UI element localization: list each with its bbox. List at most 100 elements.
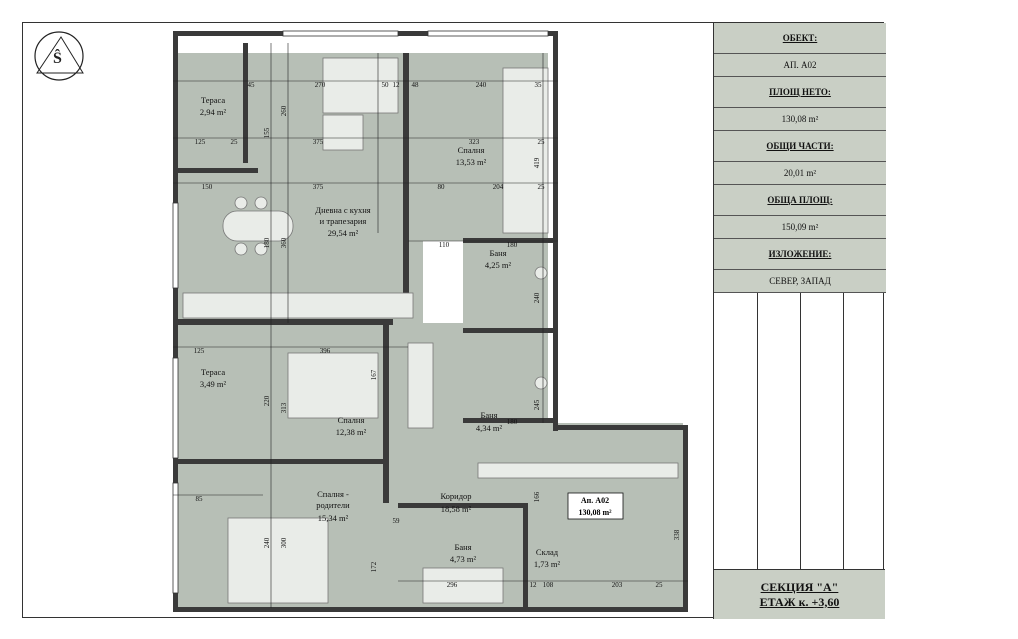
dim-label: 180 [507, 418, 518, 426]
bedroom2-name: Спалня [338, 415, 365, 425]
dimension-lines [173, 43, 688, 608]
title-block: СЕКЦИЯ "А" ЕТАЖ к. +3,60 [714, 569, 885, 619]
terrace2-area: 3,49 m² [200, 379, 227, 389]
bed-icon [502, 67, 549, 234]
dim-label: 48 [412, 81, 420, 89]
bedroom1-name: Спалня [458, 145, 485, 155]
dining-table-icon [222, 210, 294, 242]
living-name-line2: и трапезария [320, 216, 367, 226]
dim-label: 203 [612, 581, 623, 589]
dim-label: 220 [263, 395, 271, 406]
toilet-icon [534, 266, 548, 280]
dim-label: 80 [438, 183, 446, 191]
dim-label: 204 [493, 183, 504, 191]
dim-label: 12 [393, 81, 401, 89]
bath1-name: Баня [489, 248, 506, 258]
bed-icon [227, 517, 329, 604]
dim-label: 240 [533, 292, 541, 303]
furniture [182, 57, 679, 604]
dim-label: 35 [535, 81, 543, 89]
master-area: 15,34 m² [318, 513, 349, 523]
dim-label: 166 [533, 491, 541, 502]
dim-label: 125 [194, 347, 205, 355]
dim-label: 108 [543, 581, 554, 589]
dim-label: 300 [280, 537, 288, 548]
storage-name: Склад [536, 547, 559, 557]
bath2-area: 4,34 m² [476, 423, 503, 433]
floor-label: ЕТАЖ к. +3,60 [759, 594, 840, 609]
corridor-area: 18,58 m² [441, 504, 472, 514]
dim-label: 50 [382, 81, 390, 89]
dim-label: 180 [507, 241, 518, 249]
dim-label: 25 [538, 183, 546, 191]
total-area-value: 150,09 m² [714, 216, 886, 239]
dim-label: 260 [280, 105, 288, 116]
dim-label: 25 [538, 138, 546, 146]
master-name-line1: Спалня - [317, 489, 349, 499]
apartment-tag-area: 130,08 m² [578, 508, 612, 517]
dim-label: 45 [248, 81, 256, 89]
dim-label: 155 [263, 127, 271, 138]
living-name-line1: Дневна с кухня [315, 205, 371, 215]
dim-label: 419 [533, 157, 541, 168]
dim-label: 360 [280, 237, 288, 248]
object-label: ОБЕКТ: [714, 23, 886, 54]
dim-label: 150 [202, 183, 213, 191]
dim-label: 110 [439, 241, 450, 249]
wardrobe-icon [407, 342, 434, 429]
dim-label: 240 [263, 537, 271, 548]
bath3-area: 4,73 m² [450, 554, 477, 564]
living-area: 29,54 m² [328, 228, 359, 238]
total-area-label: ОБЩА ПЛОЩ: [714, 185, 886, 216]
dim-label: 172 [370, 561, 378, 572]
dim-label: 323 [469, 138, 480, 146]
dim-label: 396 [320, 347, 331, 355]
apartment-tag-name: Ап. А02 [581, 496, 609, 505]
dim-label: 125 [195, 138, 206, 146]
north-arrow-icon: Ŝ [34, 31, 84, 81]
coffee-table-icon [322, 114, 364, 151]
dim-label: 338 [673, 529, 681, 540]
info-panel: ОБЕКТ: АП. А02 ПЛОЩ НЕТО: 130,08 m² ОБЩИ… [713, 23, 886, 619]
dim-label: 59 [393, 517, 401, 525]
wardrobe-icon [477, 462, 679, 479]
bedroom1-area: 13,53 m² [456, 157, 487, 167]
floor-plan-area: Ŝ [23, 23, 713, 619]
windows [172, 30, 549, 594]
apartment-tag: Ап. А02 130,08 m² [567, 492, 624, 520]
svg-text:Ŝ: Ŝ [53, 48, 62, 67]
bath3-name: Баня [454, 542, 471, 552]
bath1-area: 4,25 m² [485, 260, 512, 270]
dim-label: 85 [196, 495, 204, 503]
kitchen-counter-icon [182, 292, 414, 319]
drawing-sheet: Ŝ [22, 22, 886, 619]
common-parts-value: 20,01 m² [714, 162, 886, 185]
dim-label: 313 [280, 402, 288, 413]
terrace1-name: Тераса [201, 95, 226, 105]
dim-label: 245 [533, 399, 541, 410]
sofa-icon [322, 57, 399, 114]
dim-label: 270 [315, 81, 326, 89]
net-area-value: 130,08 m² [714, 108, 886, 131]
storage-area: 1,73 m² [534, 559, 561, 569]
bedroom2-area: 12,38 m² [336, 427, 367, 437]
net-area-label: ПЛОЩ НЕТО: [714, 77, 886, 108]
corridor-name: Коридор [440, 491, 471, 501]
dim-label: 296 [447, 581, 458, 589]
dim-label: 180 [263, 237, 271, 248]
dim-label: 167 [370, 369, 378, 380]
bath2-name: Баня [480, 410, 497, 420]
orientation-label: ИЗЛОЖЕНИЕ: [714, 239, 886, 270]
dim-label: 375 [313, 138, 324, 146]
terrace2-name: Тераса [201, 367, 226, 377]
terrace1-area: 2,94 m² [200, 107, 227, 117]
toilet-icon [534, 376, 548, 390]
orientation-value: СЕВЕР, ЗАПАД [714, 270, 886, 293]
dim-label: 25 [656, 581, 664, 589]
section-label: СЕКЦИЯ "А" [760, 579, 839, 594]
master-name-line2: родители [316, 500, 350, 510]
dim-label: 12 [530, 581, 538, 589]
bathtub-icon [422, 567, 504, 604]
object-value: АП. А02 [714, 54, 886, 77]
dim-label: 375 [313, 183, 324, 191]
